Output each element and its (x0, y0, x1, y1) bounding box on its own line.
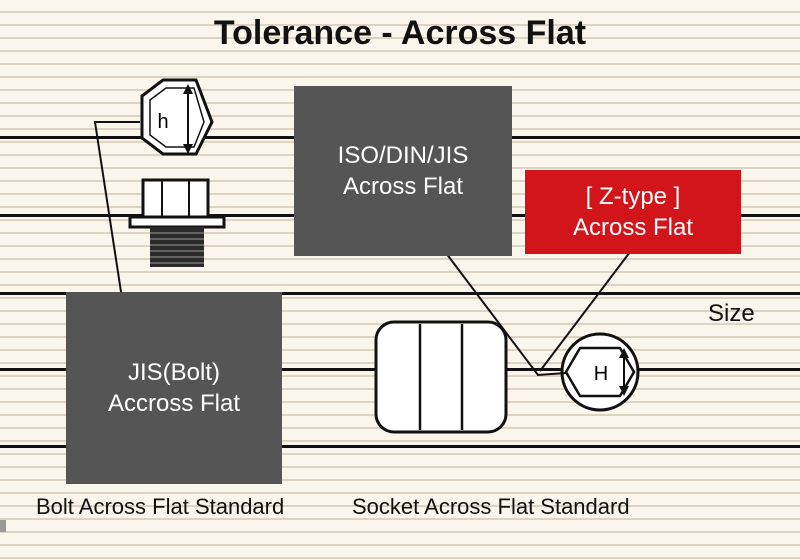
thick-line (0, 292, 800, 295)
ztype-box-line1: [ Z-type ] (585, 183, 681, 210)
ztype-across-flat-box: [ Z-type ] Across Flat (525, 170, 741, 254)
bolt-side-icon (128, 178, 226, 267)
size-label: Size (708, 300, 755, 327)
bolt-hexagon-icon (140, 78, 214, 156)
thick-line (0, 445, 800, 448)
ztype-box-line2: Across Flat (572, 214, 694, 241)
diagram-title: Tolerance - Across Flat (213, 14, 587, 52)
corner-mark (0, 520, 6, 532)
bolt-dimension-label: h (157, 111, 168, 133)
iso-box-line2: Across Flat (342, 173, 464, 200)
socket-caption: Socket Across Flat Standard (352, 494, 630, 519)
bolt-caption: Bolt Across Flat Standard (36, 494, 285, 519)
iso-across-flat-box: ISO/DIN/JIS Across Flat (294, 86, 512, 256)
iso-leader-line (411, 207, 567, 377)
bolt-leader-line (93, 121, 140, 319)
iso-box-line1: ISO/DIN/JIS (337, 142, 469, 169)
jis-box-line1: JIS(Bolt) (127, 359, 220, 386)
socket-side-icon (374, 320, 508, 434)
ztype-leader-line (539, 251, 631, 372)
jis-box-line2: Accross Flat (107, 390, 241, 417)
socket-dimension-label: H (594, 363, 608, 385)
socket-hexagon-icon (560, 332, 640, 412)
jis-bolt-across-flat-box: JIS(Bolt) Accross Flat (66, 292, 282, 484)
